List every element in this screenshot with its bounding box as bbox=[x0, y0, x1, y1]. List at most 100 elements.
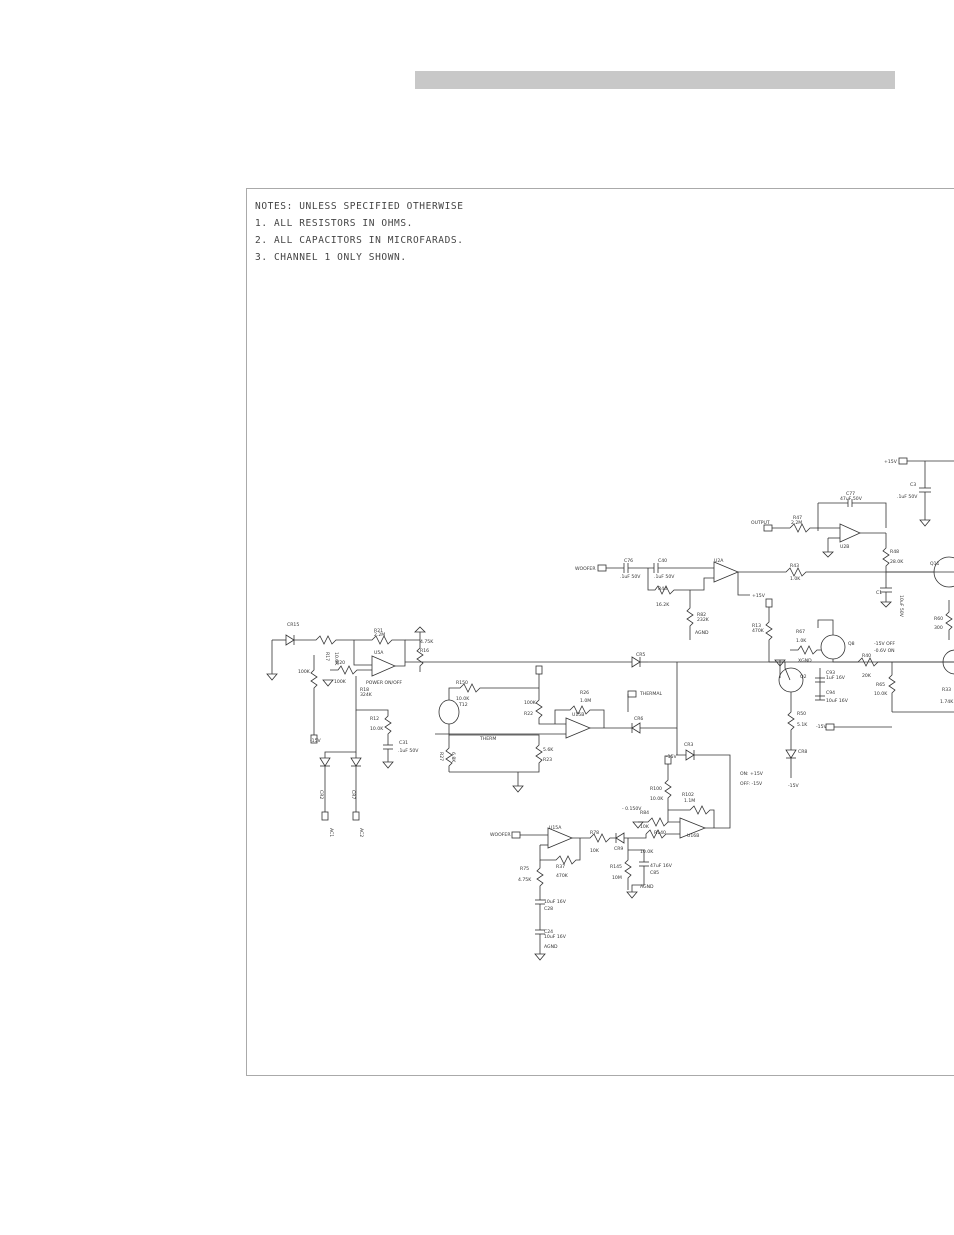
label-c85: C85 bbox=[650, 870, 659, 876]
label-m15v-d: -15V bbox=[666, 754, 678, 760]
label-r50v: 5.1K bbox=[797, 722, 808, 728]
label-r16: R16 bbox=[420, 648, 429, 654]
label-cr7: CR7 bbox=[350, 790, 356, 799]
label-m15v: -15V bbox=[816, 724, 828, 730]
label-ac1: AC1 bbox=[328, 828, 334, 837]
label-r26v: 1.0M bbox=[580, 698, 591, 704]
header-bar bbox=[415, 71, 895, 89]
label-r100k: 100K bbox=[298, 669, 311, 675]
label-output: OUTPUT bbox=[751, 520, 770, 526]
label-r18v: 324K bbox=[360, 692, 373, 698]
label-r37: R37 bbox=[556, 864, 565, 870]
label-q11: Q11 bbox=[930, 561, 940, 567]
label-r140: R140 bbox=[654, 830, 666, 836]
note-3: 3. CHANNEL 1 ONLY SHOWN. bbox=[255, 252, 407, 263]
label-r44: R44 bbox=[658, 586, 667, 592]
label-r23v: 5.6K bbox=[543, 747, 554, 753]
label-r27v: 6.8K bbox=[450, 752, 456, 763]
label-cr6: CR6 bbox=[634, 716, 643, 722]
label-agnd-c: AGND bbox=[544, 944, 558, 950]
label-c31: C31 bbox=[399, 740, 408, 746]
label-power: POWER ON/OFF bbox=[366, 680, 402, 686]
label-r102: R102 bbox=[682, 792, 694, 798]
label-m15v-c: -15V bbox=[310, 738, 322, 744]
label-r82: R82 bbox=[697, 612, 706, 618]
label-r17v: 10.0K bbox=[333, 652, 339, 666]
label-c77: C77 bbox=[846, 491, 855, 497]
schematic-frame bbox=[246, 188, 954, 1076]
label-p15v: +15V bbox=[884, 459, 898, 465]
label-m15v-b: -15V bbox=[788, 783, 800, 789]
label-u2a: U2A bbox=[714, 558, 724, 564]
label-c31v: .1uF 50V bbox=[398, 748, 419, 754]
label-ac2: AC2 bbox=[358, 828, 364, 837]
label-cr9: CR9 bbox=[614, 846, 623, 852]
label-q2: Q2 bbox=[800, 674, 807, 680]
label-r40v: 20K bbox=[862, 673, 872, 679]
label-volt: - 0.150V bbox=[622, 806, 642, 812]
label-t12: T12 bbox=[458, 702, 468, 708]
label-r26: R26 bbox=[580, 690, 589, 696]
label-r48v: 28.0K bbox=[890, 559, 904, 565]
label-c1v: 10uF 50V bbox=[898, 595, 904, 618]
label-r67: R67 bbox=[796, 629, 805, 635]
label-r20v: 100K bbox=[334, 679, 347, 685]
label-r150: R150 bbox=[456, 680, 468, 686]
note-2: 2. ALL CAPACITORS IN MICROFARADS. bbox=[255, 235, 464, 246]
label-r40: R40 bbox=[862, 653, 871, 659]
label-u15a: U15A bbox=[549, 825, 562, 831]
label-r82v: 232K bbox=[697, 617, 710, 623]
label-r37v: 470K bbox=[556, 873, 569, 879]
label-r22: R22 bbox=[524, 711, 533, 717]
label-off-txt: -15V OFF bbox=[874, 641, 895, 647]
label-r47: R47 bbox=[793, 515, 802, 521]
label-r21: R21 bbox=[374, 628, 383, 634]
label-r12: R12 bbox=[370, 716, 379, 722]
label-u16b: U16B bbox=[687, 833, 699, 839]
label-r20: R20 bbox=[336, 660, 345, 666]
label-c1: C1 bbox=[876, 590, 882, 596]
label-on-txt: -0.6V ON bbox=[874, 648, 895, 654]
label-q8: Q8 bbox=[848, 641, 855, 647]
label-r102v: 1.1M bbox=[684, 798, 695, 804]
label-cr8: CR8 bbox=[798, 749, 807, 755]
label-r60v: 300 bbox=[934, 625, 943, 631]
notes-title: NOTES: UNLESS SPECIFIED OTHERWISE bbox=[255, 201, 464, 212]
label-thermal: THERMAL bbox=[639, 691, 662, 697]
label-r43v: 1.0K bbox=[790, 576, 801, 582]
label-c28v: 10uF 16V bbox=[544, 899, 567, 905]
label-r21v: 2.2M bbox=[374, 632, 385, 638]
label-r23: R23 bbox=[543, 757, 552, 763]
notes-block: NOTES: UNLESS SPECIFIED OTHERWISE 1. ALL… bbox=[255, 198, 464, 266]
label-on15: ON: +15V bbox=[740, 771, 764, 777]
label-r50: R50 bbox=[797, 711, 806, 717]
label-agnd: AGND bbox=[695, 630, 709, 636]
label-c24v: 10uF 16V bbox=[544, 934, 567, 940]
label-woofer-b: WOOFER bbox=[490, 832, 511, 838]
label-r100: R100 bbox=[650, 786, 662, 792]
label-woofer-a: WOOFER bbox=[575, 566, 596, 572]
label-r75: R75 bbox=[520, 866, 529, 872]
label-r13: R13 bbox=[752, 623, 761, 629]
label-r67v: 1.0K bbox=[796, 638, 807, 644]
label-therm: THERM bbox=[479, 736, 496, 742]
note-1: 1. ALL RESISTORS IN OHMS. bbox=[255, 218, 413, 229]
label-c76v: .1uF 50V bbox=[620, 574, 641, 580]
label-c77v: 47uF 50V bbox=[840, 496, 863, 502]
label-cr2: CR2 bbox=[318, 790, 324, 799]
label-c94v: 10uF 16V bbox=[826, 698, 849, 704]
label-r48: R48 bbox=[890, 549, 899, 555]
label-r12v: 10.0K bbox=[370, 726, 384, 732]
label-r33: R33 bbox=[942, 687, 951, 693]
label-r84: R84 bbox=[640, 810, 649, 816]
label-r100v: 10.0K bbox=[650, 796, 664, 802]
label-c24: C24 bbox=[544, 929, 553, 935]
label-r65: R65 bbox=[876, 682, 885, 688]
label-r150v: 10.0K bbox=[456, 696, 470, 702]
label-r145: R145 bbox=[610, 864, 622, 870]
label-r47v: 2.2M bbox=[791, 520, 802, 526]
label-cr3: CR3 bbox=[684, 742, 693, 748]
label-r145v: 10M bbox=[612, 875, 622, 881]
label-xgnd: XGND bbox=[798, 658, 812, 664]
label-r60: R60 bbox=[934, 616, 943, 622]
